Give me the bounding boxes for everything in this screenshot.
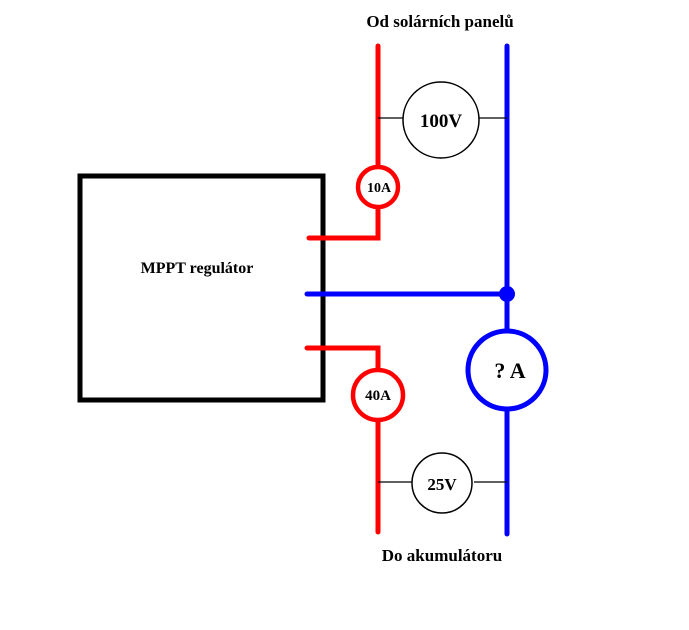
voltmeter-input	[402, 81, 480, 159]
positive-input-to-regulator-wire	[306, 205, 381, 241]
ammeter-unknown-reading: ? A	[494, 358, 525, 383]
ammeter-input-reading: 10A	[367, 181, 392, 196]
ammeter-output-reading: 40A	[365, 388, 391, 404]
voltmeter-output	[411, 452, 473, 514]
ammeter-input	[355, 164, 401, 210]
junction-node	[499, 286, 515, 302]
voltmeter-input-reading: 100V	[420, 111, 463, 132]
ammeter-unknown	[465, 328, 549, 412]
voltmeter-output-reading: 25V	[427, 475, 457, 494]
label-to-battery: Do akumulátoru	[382, 546, 502, 565]
ammeter-output	[350, 367, 406, 423]
positive-output-from-regulator-wire	[304, 345, 381, 375]
label-from-solar-panels: Od solárních panelů	[366, 12, 513, 31]
mppt-regulator-label: MPPT regulátor	[141, 260, 254, 277]
mppt-regulator-box	[77, 173, 326, 403]
